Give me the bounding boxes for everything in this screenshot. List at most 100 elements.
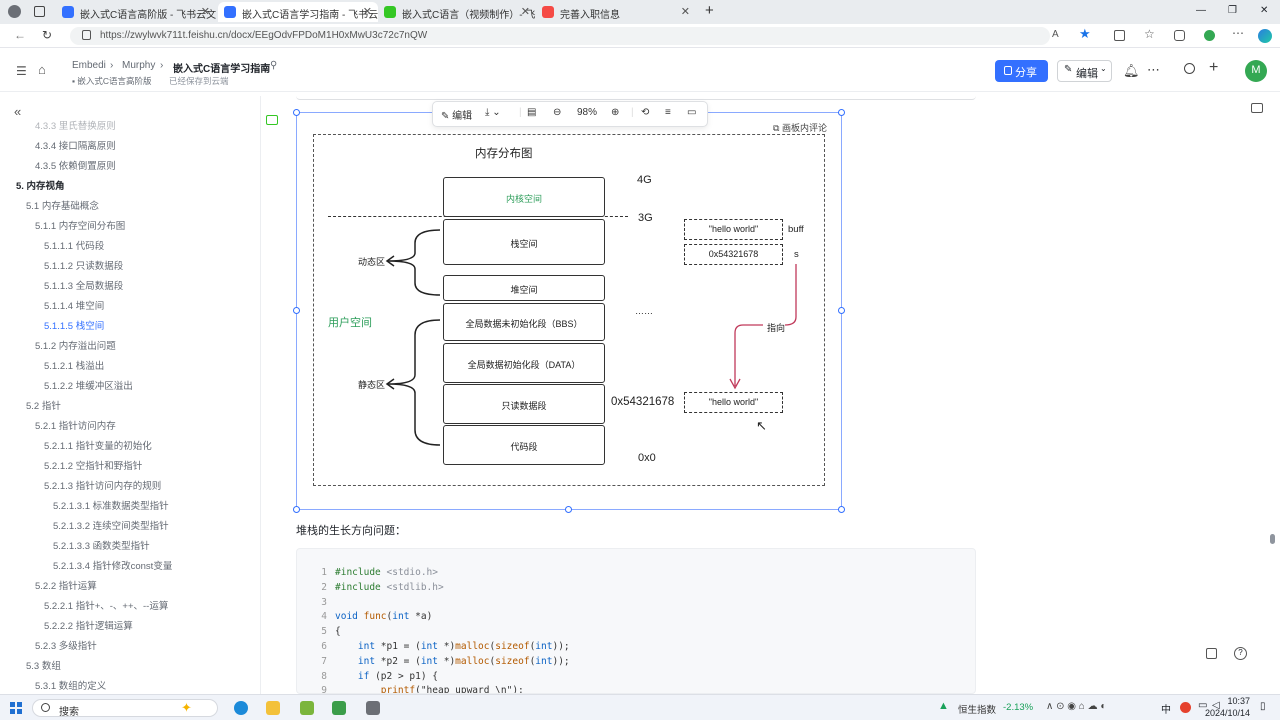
edit-mode-button[interactable]: ✎ 编辑 ⌄ — [1057, 60, 1112, 82]
close-tab-icon[interactable]: ✕ — [200, 6, 210, 18]
tray-icons[interactable]: ∧ ⊙ ◉ ⌂ ☁ ◐ — [1046, 701, 1107, 712]
whiteboard-comment[interactable]: ⧉ 画板内评论 — [773, 123, 827, 133]
sidebar-toc-item[interactable]: 4.3.3 里氏替换原则 — [35, 121, 116, 132]
edge-browser-icon[interactable] — [234, 701, 248, 715]
download-icon[interactable]: ⤓ ⌄ — [485, 107, 501, 118]
collapse-sidebar-icon[interactable]: « — [14, 104, 22, 119]
breadcrumb-item[interactable]: Murphy — [122, 60, 156, 71]
sidebar-toc-item[interactable]: 5.1.1.2 只读数据段 — [44, 261, 124, 272]
block-handle-icon[interactable] — [266, 115, 278, 125]
sidebar-toc-item[interactable]: 5.1.1.3 全局数据段 — [44, 281, 124, 292]
format-icon[interactable]: ⟲ — [641, 107, 650, 118]
sidebar-toc-item[interactable]: 5.2.1.1 指针变量的初始化 — [44, 441, 152, 452]
sidebar-toc-item[interactable]: 5.2.2.2 指针逻辑运算 — [44, 621, 133, 632]
app-icon[interactable] — [332, 701, 346, 715]
outline-toggle-icon[interactable]: ☰ — [16, 64, 27, 78]
app-icon[interactable] — [366, 701, 380, 715]
align-icon[interactable]: ≡ — [665, 107, 671, 118]
sidebar-toc-item[interactable]: 5.2.3 多级指针 — [35, 641, 97, 652]
close-tab-icon[interactable]: ✕ — [362, 6, 372, 18]
help-icon[interactable]: ? — [1234, 647, 1247, 660]
split-screen-icon[interactable] — [1114, 30, 1125, 41]
sidebar-toc-item[interactable]: 4.3.4 接口隔离原则 — [35, 141, 116, 152]
home-icon[interactable]: ⌂ — [38, 62, 46, 77]
zoom-in-icon[interactable]: ⊕ — [611, 107, 620, 118]
browser-tab-active[interactable]: 嵌入式C语言学习指南 - 飞书云文 ✕ — [218, 2, 378, 22]
new-tab-button[interactable]: + — [705, 2, 714, 19]
browser-tab[interactable]: 完善入职信息 ✕ — [536, 2, 696, 22]
favorites-icon[interactable]: ☆ — [1144, 27, 1155, 41]
scrollbar-thumb[interactable] — [1270, 534, 1275, 544]
close-window-button[interactable]: ✕ — [1260, 5, 1269, 16]
sidebar-toc-item[interactable]: 4.3.5 依赖倒置原则 — [35, 161, 116, 172]
sidebar-toc-item[interactable]: 5. 内存视角 — [16, 181, 65, 192]
sidebar-toc-item[interactable]: 5.1.2.2 堆缓冲区溢出 — [44, 381, 133, 392]
edit-whiteboard-button[interactable]: ✎ 编辑 — [441, 111, 473, 122]
browser-tab[interactable]: 嵌入式C语言（视频制作）- 飞书 ✕ — [378, 2, 536, 22]
more-menu-icon[interactable]: ⋯ — [1147, 62, 1160, 77]
sidebar-toc-item[interactable]: 5.2.2 指针运算 — [35, 581, 97, 592]
tab-actions-icon[interactable] — [34, 6, 45, 17]
file-explorer-icon[interactable] — [266, 701, 280, 715]
zoom-out-icon[interactable]: ⊖ — [553, 107, 562, 118]
sidebar-toc-item[interactable]: 5.2.2.1 指针+、-、++、--运算 — [44, 601, 169, 612]
refresh-icon[interactable]: ↻ — [42, 28, 53, 42]
read-aloud-icon[interactable]: A — [1052, 29, 1059, 40]
collections-icon[interactable] — [1174, 30, 1185, 41]
bell-icon[interactable]: 🔔︎ — [1123, 63, 1140, 78]
clock-date[interactable]: 2024/10/14 — [1204, 708, 1250, 718]
table-of-contents-icon[interactable] — [1206, 648, 1217, 659]
sidebar-toc-item[interactable]: 5.3.1 数组的定义 — [35, 681, 107, 692]
sidebar-toc-item[interactable]: 5.2.1.2 空指针和野指针 — [44, 461, 143, 472]
note-icon[interactable]: ▤ — [527, 107, 537, 118]
sogou-icon[interactable] — [1180, 702, 1191, 713]
sidebar-toc-item[interactable]: 5.2 指针 — [26, 401, 61, 412]
notification-icon[interactable]: ▯ — [1260, 701, 1266, 712]
sidebar-toc-item[interactable]: 5.2.1.3 指针访问内存的规则 — [44, 481, 162, 492]
code-block[interactable]: 1#include <stdio.h>2#include <stdlib.h>3… — [296, 548, 976, 694]
share-button[interactable]: 分享 — [995, 60, 1048, 82]
breadcrumb-item[interactable]: Embedi — [72, 60, 106, 71]
resize-handle[interactable] — [838, 109, 845, 116]
resize-handle[interactable] — [293, 506, 300, 513]
ime-indicator[interactable]: 中 — [1161, 705, 1171, 716]
close-tab-icon[interactable]: ✕ — [680, 6, 690, 18]
profile-icon[interactable] — [8, 5, 21, 18]
doc-title[interactable]: 嵌入式C语言学习指南 — [173, 64, 271, 75]
sidebar-toc-item[interactable]: 5.1.1 内存空间分布图 — [35, 221, 126, 232]
comment-panel-icon[interactable] — [1251, 103, 1263, 113]
favorite-star-icon[interactable]: ★ — [1079, 26, 1091, 41]
taskbar-search[interactable]: 搜索 ✦ — [32, 699, 218, 718]
sidebar-toc-item[interactable]: 5.1 内存基础概念 — [26, 201, 99, 212]
browser-tab[interactable]: 嵌入式C语言高阶版 - 飞书云文档 ✕ — [56, 2, 216, 22]
network-icon[interactable]: ▭ — [1198, 700, 1208, 711]
sidebar-toc-item[interactable]: 5.2.1 指针访问内存 — [35, 421, 116, 432]
sidebar-toc-item[interactable]: 5.1.1.5 栈空间 — [44, 321, 105, 332]
copilot-icon[interactable] — [1258, 29, 1272, 43]
start-icon[interactable] — [10, 702, 22, 714]
sidebar-toc-item[interactable]: 5.1.2.1 栈溢出 — [44, 361, 105, 372]
resize-handle[interactable] — [838, 307, 845, 314]
volume-icon[interactable]: ◁ — [1212, 700, 1220, 711]
sidebar-toc-item[interactable]: 5.1.1.4 堆空间 — [44, 301, 105, 312]
sidebar-toc-item[interactable]: 5.1.2 内存溢出问题 — [35, 341, 116, 352]
sidebar-toc-item[interactable]: 5.2.1.3.4 指针修改const变量 — [53, 561, 173, 572]
comment-icon[interactable]: ▭ — [687, 107, 697, 118]
close-tab-icon[interactable]: ✕ — [520, 6, 530, 18]
sidebar-toc-item[interactable]: 5.3 数组 — [26, 661, 61, 672]
search-icon[interactable] — [1184, 63, 1195, 74]
clock-time[interactable]: 10:37 — [1227, 696, 1250, 706]
resize-handle[interactable] — [565, 506, 572, 513]
resize-handle[interactable] — [838, 506, 845, 513]
resize-handle[interactable] — [293, 109, 300, 116]
more-icon[interactable]: ⋯ — [1232, 26, 1244, 40]
pin-icon[interactable]: ⚲ — [270, 60, 278, 71]
minimize-button[interactable]: — — [1196, 5, 1206, 16]
sidebar-toc-item[interactable]: 5.2.1.3.2 连续空间类型指针 — [53, 521, 169, 532]
resize-handle[interactable] — [293, 307, 300, 314]
app-icon[interactable] — [300, 701, 314, 715]
extensions-icon[interactable] — [1204, 30, 1215, 41]
avatar[interactable]: M — [1245, 60, 1267, 82]
add-icon[interactable]: + — [1209, 59, 1219, 76]
back-icon[interactable]: ← — [14, 28, 26, 42]
